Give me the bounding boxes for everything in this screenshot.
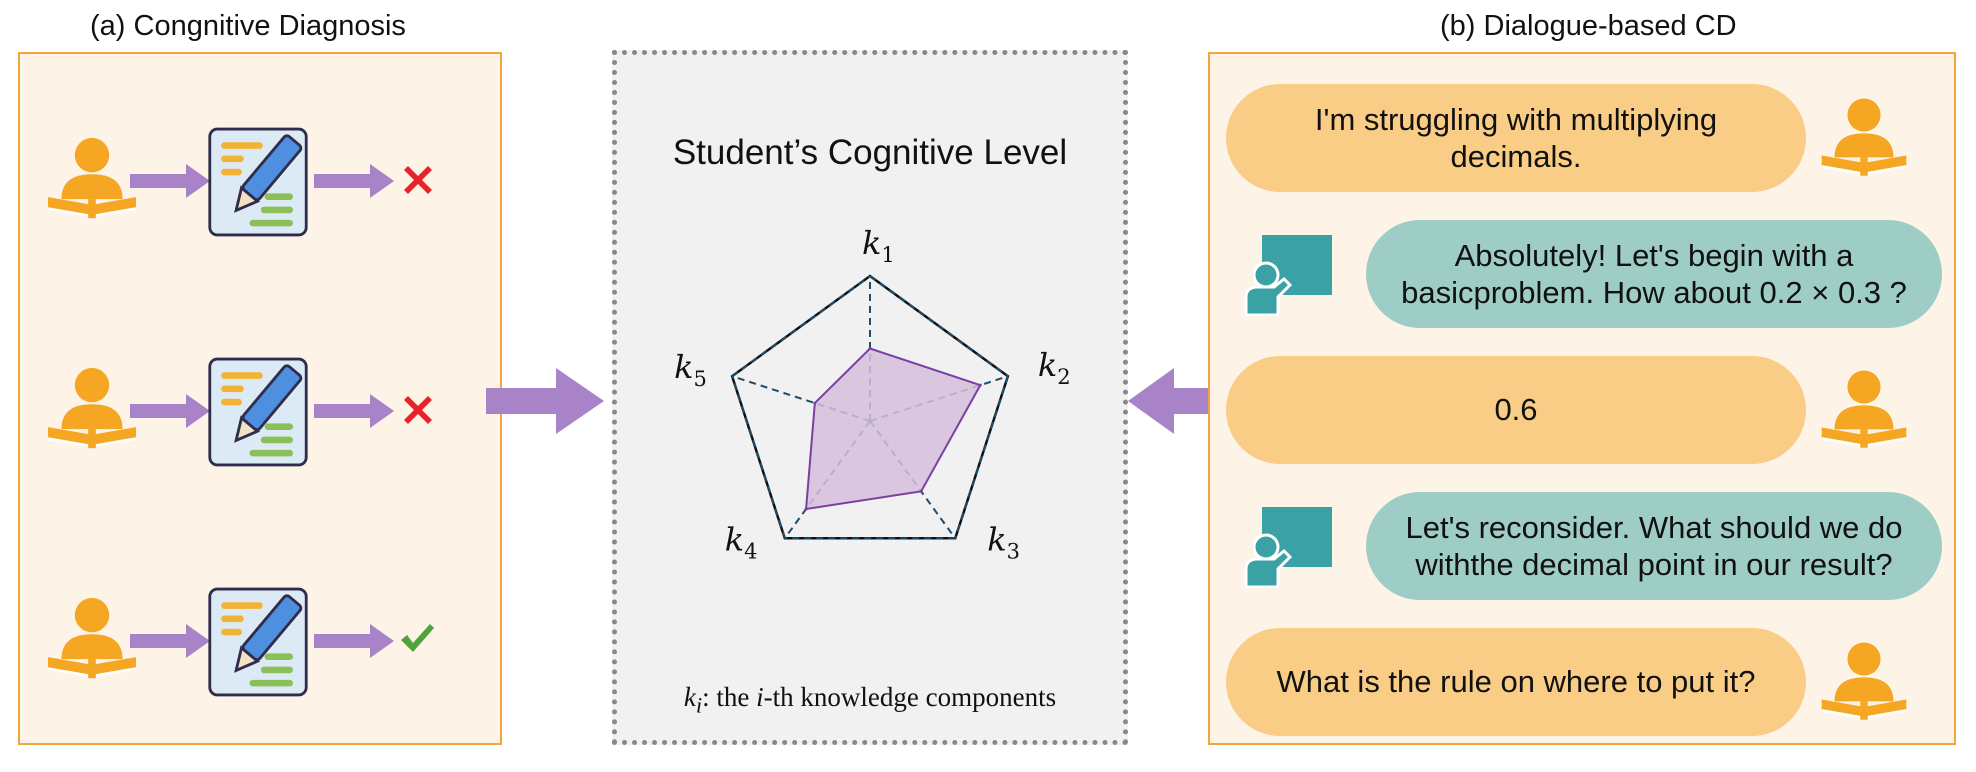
student-message-bubble: What is the rule on where to put it? — [1226, 628, 1806, 736]
radar-axis-label: k2 — [1038, 346, 1071, 389]
student-reading-icon — [44, 596, 140, 687]
radar-edge — [869, 275, 1009, 378]
axis-symbol: k — [674, 348, 693, 386]
footnote-subscript: i — [695, 692, 703, 717]
radar-series-polygon — [804, 347, 982, 511]
axis-subscript: 3 — [1007, 539, 1020, 563]
radar-axis-label: k5 — [674, 348, 707, 391]
arrow-right-icon — [312, 624, 396, 663]
arrow-left-icon — [1128, 368, 1208, 434]
student-message-bubble: I'm struggling with multiplying decimals… — [1226, 84, 1806, 192]
radar-axis-label: k4 — [725, 520, 758, 563]
radar-series — [804, 347, 982, 511]
radar-point-k3 — [919, 489, 923, 493]
dialogue-panel: I'm struggling with multiplying decimals… — [1208, 52, 1956, 745]
diagnosis-row — [20, 584, 504, 704]
radar-edge — [731, 275, 871, 378]
radar-axis-label: k1 — [862, 224, 895, 267]
exam-paper-pencil-icon — [206, 124, 310, 245]
tutor-message-bubble: Let's reconsider. What should we do with… — [1366, 492, 1942, 600]
axis-subscript: 1 — [881, 243, 894, 267]
student-reading-icon — [44, 366, 140, 457]
axis-symbol: k — [725, 520, 744, 558]
teacher-board-icon — [1244, 506, 1334, 593]
axis-subscript: 4 — [744, 539, 757, 563]
axis-subscript: 5 — [693, 367, 706, 391]
teacher-board-icon — [1244, 234, 1334, 321]
axis-symbol: k — [862, 224, 881, 262]
diagnosis-row — [20, 124, 504, 244]
check-icon — [398, 620, 436, 661]
tutor-message-bubble: Absolutely! Let's begin with a basicprob… — [1366, 220, 1942, 328]
radar-point-k5 — [813, 401, 817, 405]
exam-paper-pencil-icon — [206, 584, 310, 705]
student-reading-icon — [1818, 94, 1910, 187]
radar-title: Student’s Cognitive Level — [672, 133, 1068, 172]
cognitive-diagnosis-panel — [18, 52, 502, 745]
student-message-bubble: 0.6 — [1226, 356, 1806, 464]
radar-point-k2 — [978, 383, 982, 387]
axis-symbol: k — [1038, 346, 1057, 384]
student-reading-icon — [44, 136, 140, 227]
footnote-symbol: k — [683, 681, 696, 712]
knowledge-footnote: ki: the i-th knowledge components — [617, 682, 1123, 718]
arrow-right-icon — [312, 164, 396, 203]
arrow-right-icon — [486, 368, 604, 434]
radar-edge — [731, 375, 786, 539]
radar-axis-label: k3 — [987, 520, 1020, 563]
exam-paper-pencil-icon — [206, 354, 310, 475]
axis-subscript: 2 — [1057, 365, 1070, 389]
footnote-text-2: -th knowledge components — [763, 681, 1057, 712]
footnote-italic-i: i — [756, 681, 764, 712]
caption-cognitive-diagnosis: (a) Congnitive Diagnosis — [90, 10, 406, 42]
axis-symbol: k — [987, 520, 1006, 558]
radar-point-k4 — [804, 507, 808, 511]
caption-dialogue-based-cd: (b) Dialogue-based CD — [1440, 10, 1737, 42]
footnote-text-1: : the — [702, 681, 757, 712]
cross-icon — [398, 160, 438, 205]
radar-edge — [954, 375, 1009, 539]
arrow-right-icon — [128, 164, 212, 203]
diagnosis-row — [20, 354, 504, 474]
arrow-right-icon — [312, 394, 396, 433]
arrow-right-icon — [128, 394, 212, 433]
cross-icon — [398, 390, 438, 435]
student-reading-icon — [1818, 366, 1910, 459]
radar-point-k1 — [868, 347, 872, 350]
student-reading-icon — [1818, 638, 1910, 731]
arrow-right-icon — [128, 624, 212, 663]
